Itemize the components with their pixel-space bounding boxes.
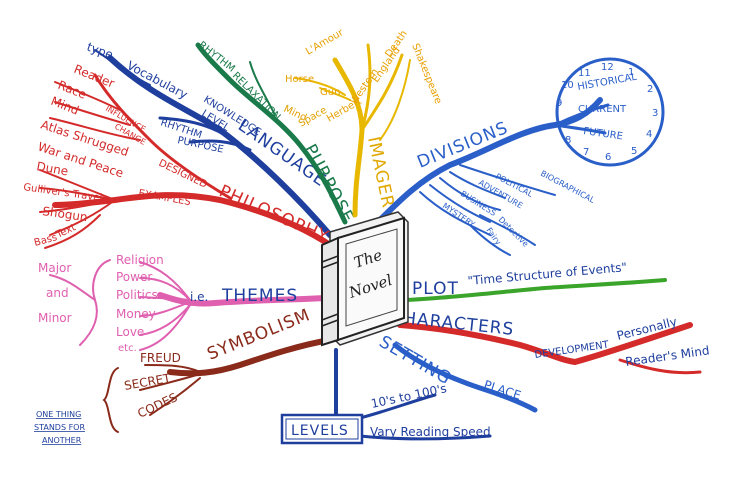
clock-num-6: 6 [605, 152, 611, 163]
branch-language [94, 49, 333, 238]
branch-philosophy [39, 73, 333, 249]
divisions-detective: Detective [497, 215, 531, 249]
themes-money: Money [116, 307, 156, 321]
branch-themes [49, 259, 328, 351]
themes-label: THEMES [221, 286, 298, 306]
themes-major: Major [38, 261, 71, 275]
philosophy-shogun: Shogun [42, 204, 89, 224]
branch-plot [403, 278, 667, 302]
themes-politics: Politics [116, 288, 158, 302]
symbolism-freud: FREUD [140, 351, 181, 365]
clock-num-5: 5 [631, 146, 637, 157]
clock-num-10: 10 [561, 80, 574, 91]
clock-numbers: 12 1 2 3 4 5 6 7 8 9 10 11 [556, 62, 658, 163]
symbolism-secret: SECRET [123, 371, 172, 393]
symbolism-note1: ONE THING [36, 410, 81, 419]
imagery-horse: Horse [285, 74, 314, 85]
themes-religion: Religion [116, 253, 164, 267]
clock-num-11: 11 [578, 68, 591, 79]
clock-current: CURRENT [578, 104, 627, 115]
levels-range: 10's to 100's [370, 381, 448, 411]
philosophy-dune: Dune [35, 159, 69, 178]
branch-characters [397, 322, 702, 375]
divisions-fairy: Fairy [484, 226, 502, 247]
divisions-biographical: BIOGRAPHICAL [539, 169, 596, 205]
symbolism-codes: CODES [135, 390, 179, 421]
themes-power: Power [116, 270, 152, 284]
themes-and: and [46, 286, 69, 300]
plot-label: PLOT [412, 279, 459, 299]
levels-speed: Vary Reading Speed [370, 425, 491, 439]
clock-num-9: 9 [556, 98, 562, 109]
themes-love: Love [116, 325, 144, 339]
branch-levels [334, 348, 492, 441]
levels-label: LEVELS [291, 423, 349, 439]
divisions-clock [555, 57, 665, 167]
philosophy-gulliver: Gulliver's Travels [23, 182, 108, 205]
imagery-shakespeare: Shakespeare [409, 42, 443, 106]
clock-num-2: 2 [647, 84, 653, 95]
setting-place: PLACE [482, 378, 523, 403]
branch-imagery [294, 43, 411, 218]
philosophy-text: Text [54, 222, 78, 241]
themes-etc: etc. [118, 343, 137, 354]
language-type: type [85, 40, 115, 62]
branch-purpose [195, 42, 348, 225]
symbolism-note2: STANDS FOR [34, 423, 85, 432]
book-icon [321, 211, 409, 347]
symbolism-note3: ANOTHER [42, 436, 82, 445]
clock-num-1: 1 [628, 67, 634, 78]
clock-num-7: 7 [583, 147, 589, 158]
branch-divisions [372, 97, 610, 256]
branch-symbolism [102, 337, 333, 433]
purpose-space: Space [297, 105, 329, 130]
clock-num-4: 4 [646, 129, 652, 140]
philosophy-bass: Bass [33, 232, 58, 249]
imagery-gun: Gun [320, 87, 340, 98]
levels-box [280, 413, 364, 445]
branch-setting [392, 342, 538, 413]
imagery-lamour: L'Amour [304, 27, 346, 58]
themes-prefix: i.e. [190, 290, 208, 304]
philosophy-examples: EXAMPLES [137, 188, 191, 208]
philosophy-designed: DESIGNED [157, 158, 209, 191]
characters-readers-mind: Reader's Mind [624, 343, 710, 369]
setting-label: SETTING [376, 332, 455, 389]
clock-num-12: 12 [601, 62, 614, 73]
clock-num-8: 8 [565, 135, 571, 146]
clock-future: FUTURE [583, 126, 624, 142]
clock-num-3: 3 [652, 108, 658, 119]
themes-minor: Minor [38, 311, 72, 325]
